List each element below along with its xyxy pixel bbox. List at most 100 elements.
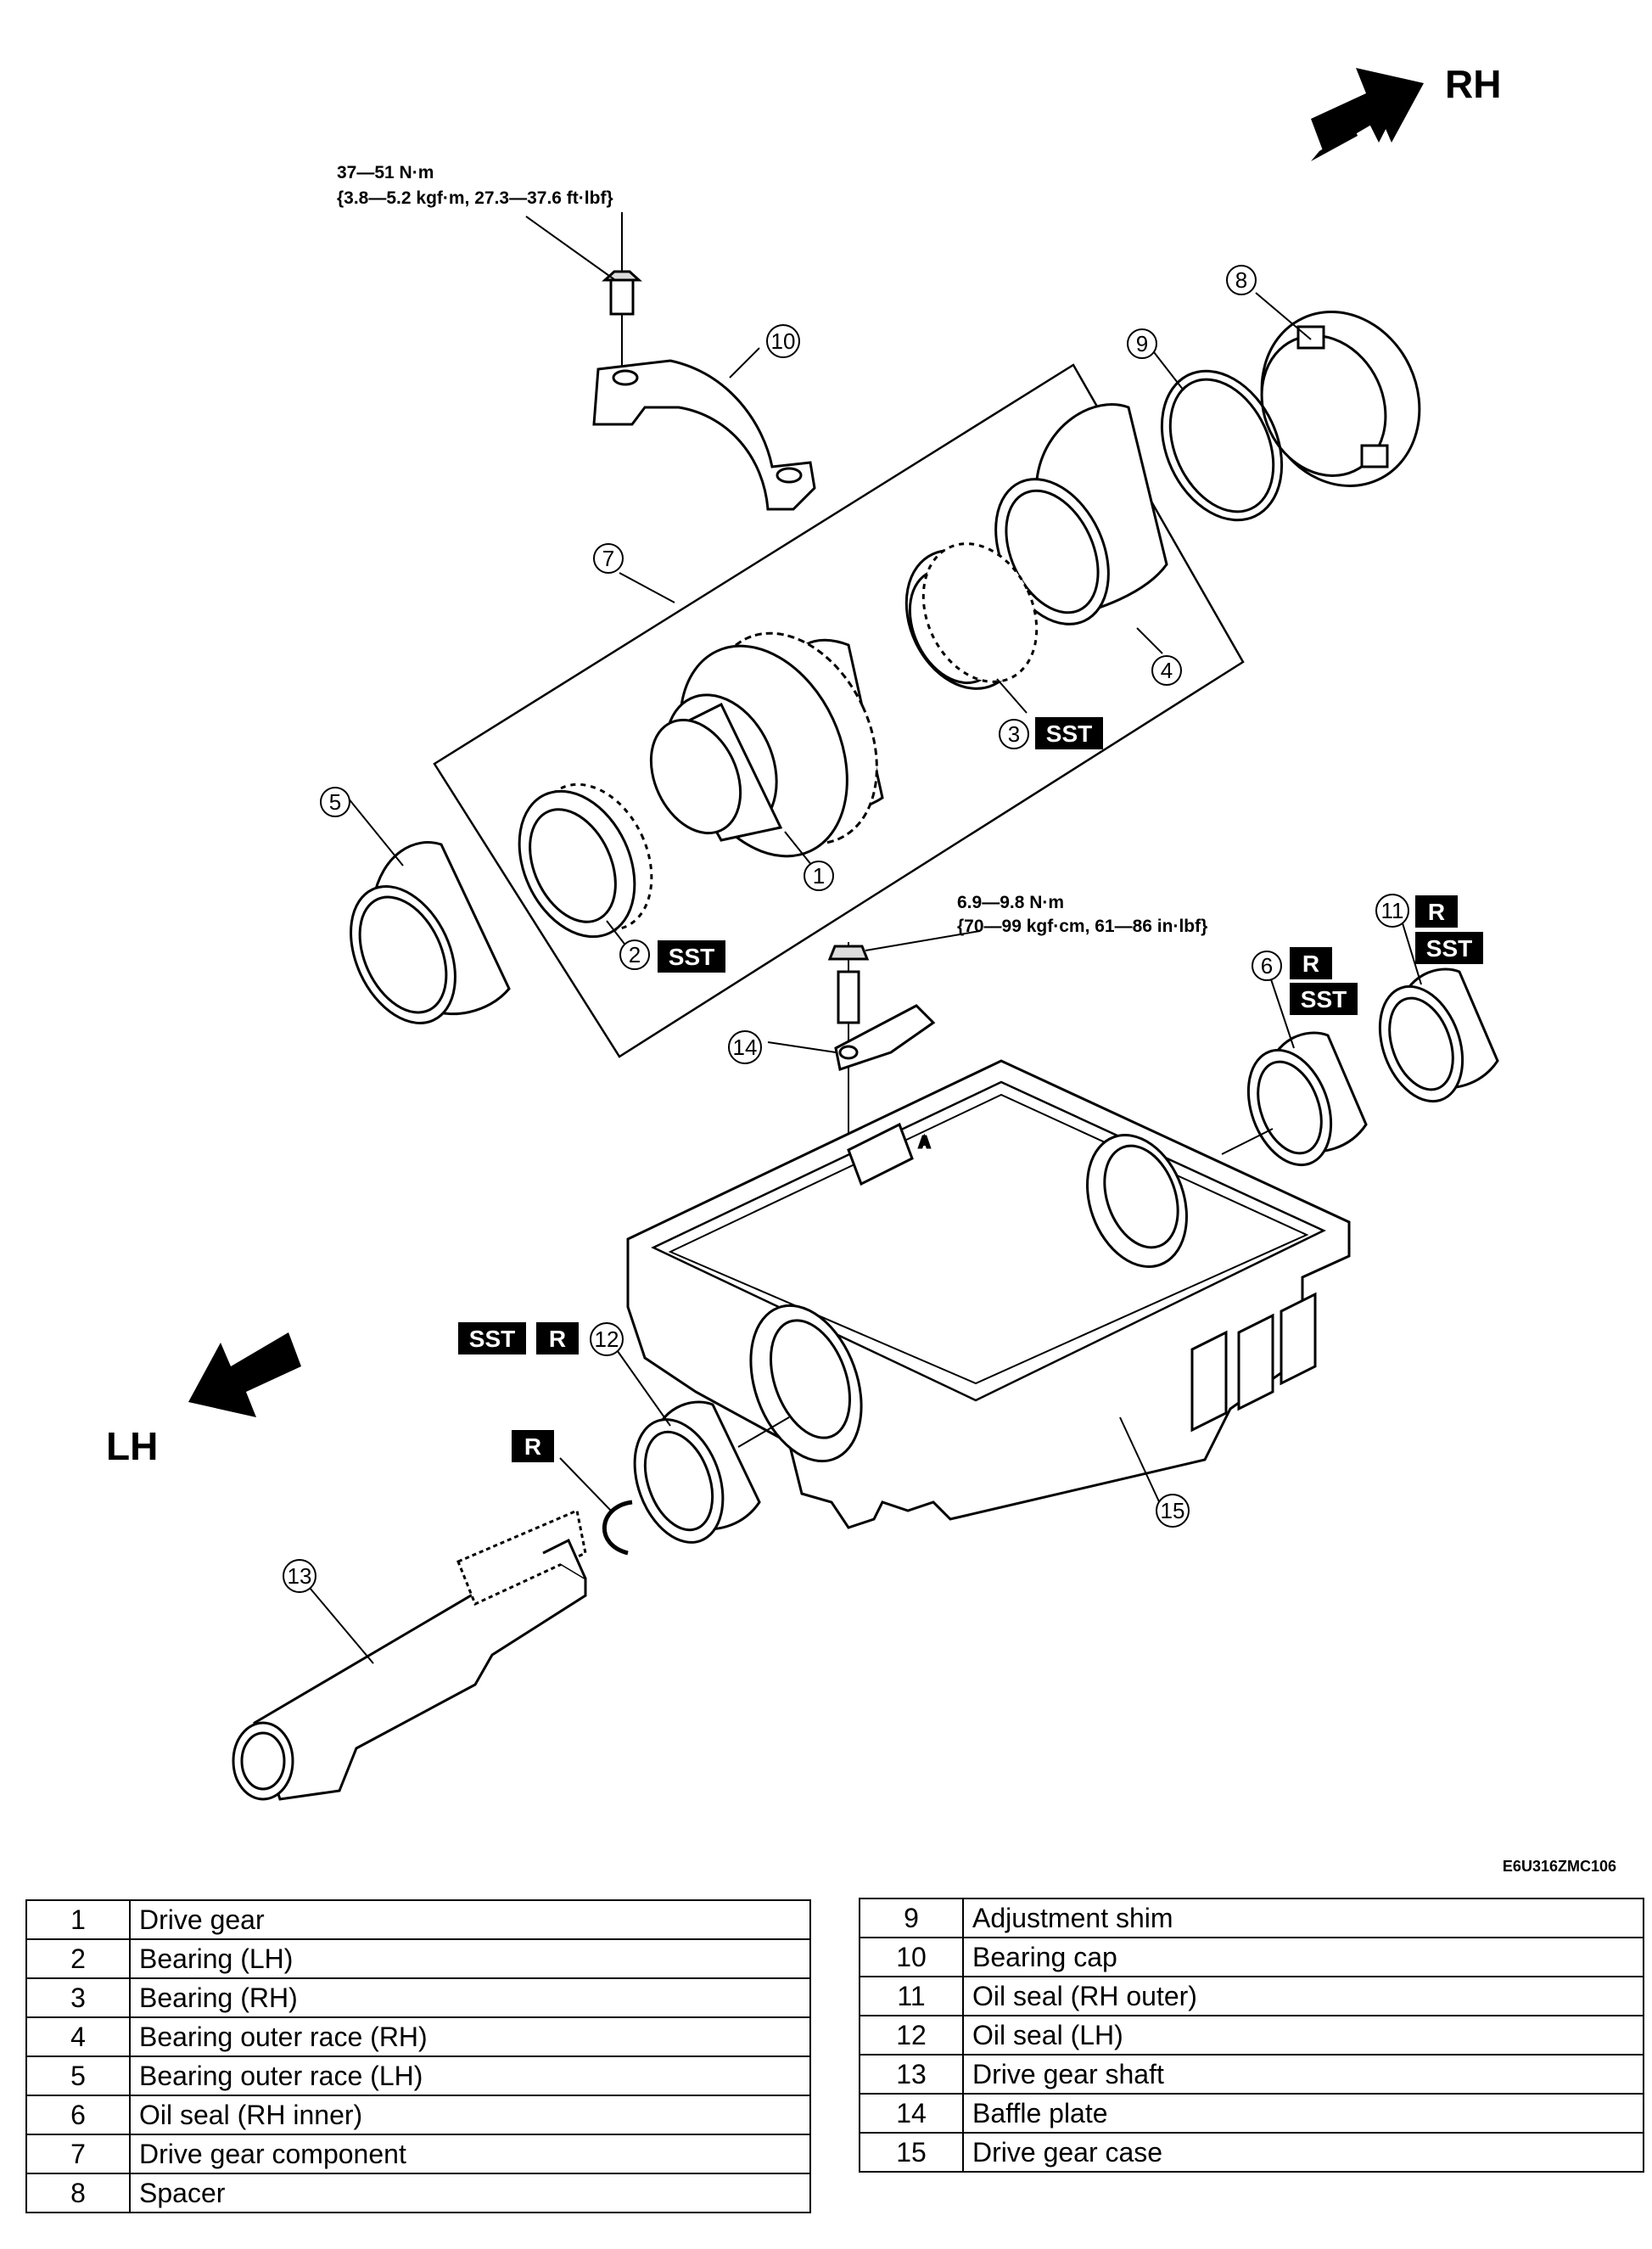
callout-5: 5 — [320, 787, 350, 817]
lh-direction: LH — [106, 1332, 301, 1468]
sst-badge-11: SST — [1415, 932, 1483, 964]
bearing-outer-race-lh-5 — [350, 841, 511, 1024]
baffle-plate-14 — [827, 942, 936, 1154]
bearing-lh-2 — [518, 782, 653, 939]
svg-text:1: 1 — [813, 863, 825, 889]
figure-code: E6U316ZMC106 — [1503, 1858, 1616, 1875]
drive-gear-shaft-13 — [232, 1508, 587, 1801]
svg-text:7: 7 — [602, 546, 614, 571]
part-no: 4 — [25, 2016, 131, 2057]
part-name: Bearing (RH) — [129, 1977, 811, 2018]
svg-text:SST: SST — [469, 1326, 515, 1352]
sst-badge-3: SST — [1035, 717, 1103, 749]
svg-text:9: 9 — [1136, 331, 1148, 356]
baffle-bolt-torque-line1: 6.9—9.8 N·m — [957, 893, 1064, 912]
part-no: 11 — [859, 1976, 964, 2016]
svg-text:R: R — [549, 1326, 566, 1352]
oil-seal-lh-12 — [633, 1400, 790, 1544]
svg-text:SST: SST — [669, 944, 714, 970]
mark-a: A — [919, 1134, 930, 1151]
part-no: 13 — [859, 2054, 964, 2095]
svg-text:6: 6 — [1261, 953, 1273, 979]
callout-3: 3 — [999, 719, 1029, 749]
cap-bolt-torque-line2: {3.8—5.2 kgf·m, 27.3—37.6 ft·lbf} — [337, 188, 613, 208]
callout-9: 9 — [1127, 328, 1157, 359]
oil-seal-rh-inner-6 — [1221, 1031, 1368, 1167]
sst-badge-6: SST — [1290, 983, 1358, 1015]
callout-11: 11 — [1375, 894, 1409, 928]
svg-text:3: 3 — [1008, 721, 1020, 747]
lh-label: LH — [106, 1424, 158, 1468]
svg-text:8: 8 — [1235, 267, 1247, 293]
part-name: Bearing outer race (LH) — [129, 2056, 811, 2096]
drive-gear-1 — [649, 631, 884, 858]
part-no: 2 — [25, 1938, 131, 1979]
sst-badge-2: SST — [658, 940, 725, 973]
part-name: Spacer — [129, 2173, 811, 2213]
svg-text:11: 11 — [1381, 898, 1404, 923]
part-no: 7 — [25, 2134, 131, 2174]
callout-10: 10 — [766, 324, 800, 358]
svg-text:R: R — [524, 1433, 541, 1460]
rh-label: RH — [1445, 62, 1501, 106]
oil-seal-rh-outer-11 — [1378, 967, 1499, 1103]
part-no: 14 — [859, 2093, 964, 2134]
part-name: Drive gear case — [962, 2132, 1644, 2173]
rh-arrow-body — [1311, 68, 1424, 153]
part-no: 9 — [859, 1898, 964, 1938]
svg-text:4: 4 — [1161, 658, 1173, 683]
leader-lines — [305, 216, 1422, 1664]
callout-4: 4 — [1151, 655, 1182, 686]
clip-icon — [602, 1500, 633, 1556]
part-no: 5 — [25, 2056, 131, 2096]
part-no: 10 — [859, 1937, 964, 1977]
part-no: 1 — [25, 1899, 131, 1940]
svg-text:R: R — [1302, 951, 1319, 977]
callout-13: 13 — [283, 1559, 316, 1593]
part-name: Drive gear component — [129, 2134, 811, 2174]
drive-gear-component-frame — [433, 363, 1245, 1058]
callout-14: 14 — [728, 1030, 762, 1064]
part-name: Oil seal (RH inner) — [129, 2095, 811, 2135]
part-name: Bearing cap — [962, 1937, 1644, 1977]
baffle-bolt-torque-line2: {70—99 kgf·cm, 61—86 in·lbf} — [957, 917, 1207, 936]
r-badge-12: R — [536, 1322, 579, 1354]
callout-1: 1 — [804, 861, 834, 891]
part-no: 6 — [25, 2095, 131, 2135]
part-name: Oil seal (RH outer) — [962, 1976, 1644, 2016]
svg-text:SST: SST — [1301, 986, 1347, 1012]
lh-arrow-icon — [188, 1332, 301, 1417]
part-name: Drive gear shaft — [962, 2054, 1644, 2095]
svg-text:10: 10 — [771, 328, 796, 354]
svg-text:5: 5 — [329, 789, 341, 815]
svg-text:15: 15 — [1161, 1498, 1185, 1523]
bearing-cap-10 — [592, 212, 816, 511]
svg-text:2: 2 — [629, 942, 641, 967]
bearing-rh-3 — [904, 542, 1039, 690]
cap-bolt-torque-line1: 37—51 N·m — [337, 163, 434, 182]
r-badge-6: R — [1290, 947, 1332, 979]
part-no: 15 — [859, 2132, 964, 2173]
part-name: Baffle plate — [962, 2093, 1644, 2134]
svg-text:12: 12 — [595, 1326, 619, 1352]
part-name: Bearing (LH) — [129, 1938, 811, 1979]
svg-text:14: 14 — [733, 1035, 758, 1060]
